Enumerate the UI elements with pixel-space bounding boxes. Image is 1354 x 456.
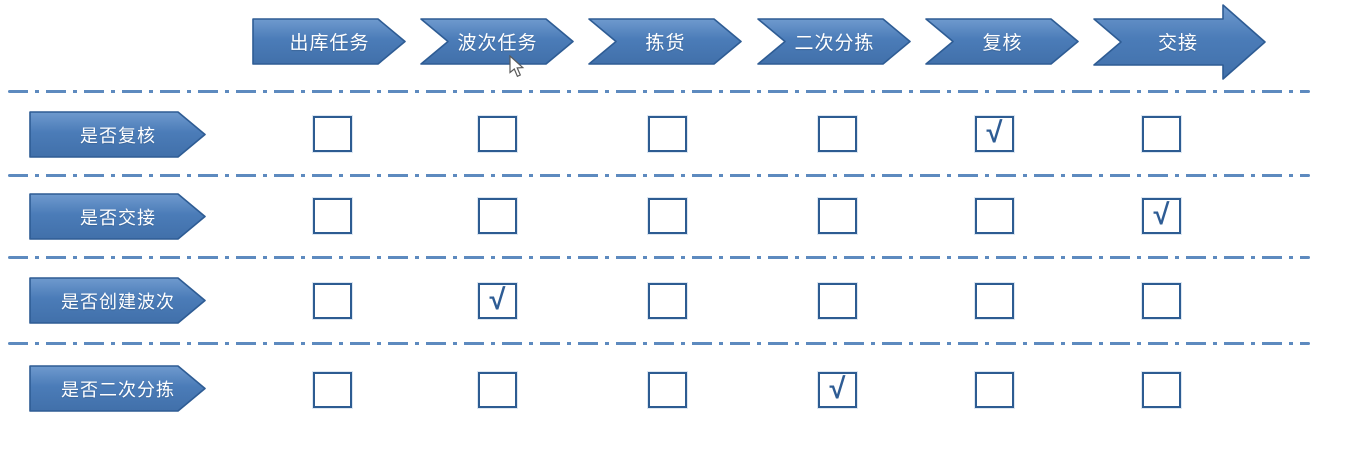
checkbox-row4-col3[interactable] (648, 372, 687, 408)
checkbox-row1-col5[interactable]: √ (975, 116, 1014, 152)
checkbox-row2-col6[interactable]: √ (1142, 198, 1181, 234)
row-label-1: 是否复核 (29, 111, 207, 158)
process-step-3: 拣货 (588, 18, 743, 65)
mouse-cursor-icon (509, 55, 525, 78)
check-mark: √ (489, 283, 506, 316)
checkbox-row2-col1[interactable] (313, 198, 352, 234)
row-label-pentagon-shape (29, 365, 206, 412)
checkbox-row1-col2[interactable] (478, 116, 517, 152)
pentagon-shape (252, 18, 406, 65)
process-step-2: 波次任务 (420, 18, 575, 65)
checkbox-row4-col1[interactable] (313, 372, 352, 408)
arrow-shape (1093, 4, 1266, 80)
row-label-text: 是否创建波次 (61, 291, 175, 312)
dashed-divider-line (8, 174, 1310, 177)
checkbox-row4-col5[interactable] (975, 372, 1014, 408)
row-label-text: 是否二次分拣 (61, 379, 175, 400)
chevron-shape (925, 18, 1079, 65)
checkbox-row3-col3[interactable] (648, 283, 687, 319)
checkbox-row3-col6[interactable] (1142, 283, 1181, 319)
checkbox-row2-col2[interactable] (478, 198, 517, 234)
checkbox-row3-col1[interactable] (313, 283, 352, 319)
row-label-pentagon-shape (29, 193, 206, 240)
dashed-divider-line (8, 90, 1310, 93)
process-step-1: 出库任务 (252, 18, 407, 65)
dashed-divider-line (8, 342, 1310, 345)
checkbox-row4-col2[interactable] (478, 372, 517, 408)
process-step-5: 复核 (925, 18, 1080, 65)
process-step-label: 波次任务 (457, 33, 538, 54)
checkbox-row4-col4[interactable]: √ (818, 372, 857, 408)
check-mark: √ (1153, 198, 1170, 231)
row-label-3: 是否创建波次 (29, 277, 207, 324)
checkbox-row2-col3[interactable] (648, 198, 687, 234)
check-mark: √ (986, 116, 1003, 149)
process-step-label: 二次分拣 (794, 33, 875, 54)
chevron-shape (420, 18, 574, 65)
process-step-label: 拣货 (645, 33, 686, 54)
check-mark: √ (829, 372, 846, 405)
row-label-pentagon-shape (29, 111, 206, 158)
row-label-4: 是否二次分拣 (29, 365, 207, 412)
row-label-pentagon-shape (29, 277, 206, 324)
process-step-label: 复核 (982, 33, 1023, 54)
dashed-divider-line (8, 256, 1310, 259)
row-label-text: 是否复核 (80, 125, 156, 146)
checkbox-row1-col1[interactable] (313, 116, 352, 152)
process-step-label: 出库任务 (289, 33, 370, 54)
checkbox-row2-col4[interactable] (818, 198, 857, 234)
row-label-2: 是否交接 (29, 193, 207, 240)
chevron-shape (588, 18, 742, 65)
process-step-label: 交接 (1157, 33, 1198, 54)
checkbox-row3-col2[interactable]: √ (478, 283, 517, 319)
checkbox-row3-col4[interactable] (818, 283, 857, 319)
checkbox-row3-col5[interactable] (975, 283, 1014, 319)
process-step-4: 二次分拣 (757, 18, 912, 65)
checkbox-row2-col5[interactable] (975, 198, 1014, 234)
checkbox-row1-col6[interactable] (1142, 116, 1181, 152)
checkbox-row1-col3[interactable] (648, 116, 687, 152)
checkbox-row1-col4[interactable] (818, 116, 857, 152)
chevron-shape (757, 18, 911, 65)
row-label-text: 是否交接 (80, 207, 156, 228)
process-step-6: 交接 (1093, 4, 1267, 80)
checkbox-row4-col6[interactable] (1142, 372, 1181, 408)
